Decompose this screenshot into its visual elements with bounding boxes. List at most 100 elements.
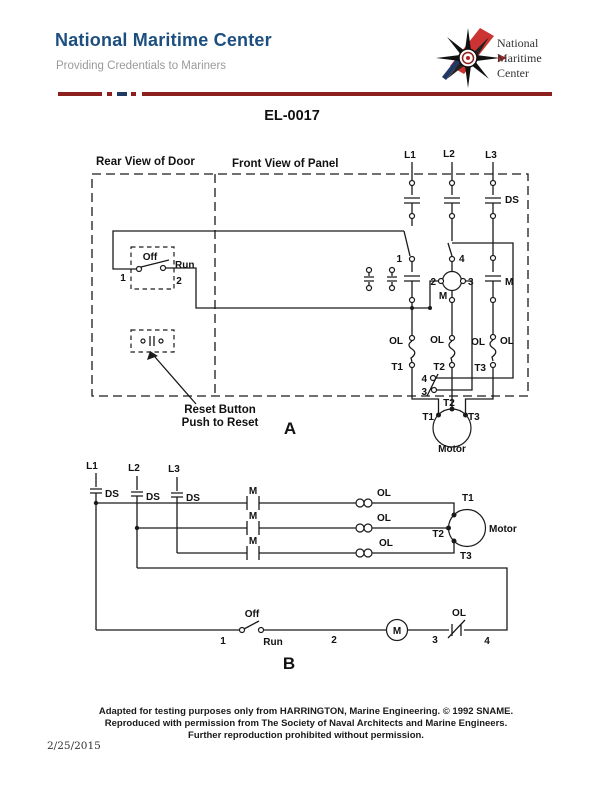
label-a-run: Run bbox=[175, 260, 194, 271]
footer-line-3: Further reproduction prohibited without … bbox=[188, 730, 424, 741]
label-b-l3: L3 bbox=[168, 464, 180, 475]
label-contact-4: 4 bbox=[459, 254, 465, 265]
callout-arrow bbox=[154, 356, 197, 405]
label-rear-view-of-door: Rear View of Door bbox=[96, 156, 195, 168]
label-olc-4: 4 bbox=[421, 374, 427, 385]
label-motor-a-t1: T1 bbox=[422, 412, 434, 423]
nmc-compass-logo bbox=[436, 28, 507, 88]
label-b-ol3: OL bbox=[379, 538, 393, 549]
label-motor-b: Motor bbox=[489, 524, 517, 535]
copyright-footer: Adapted for testing purposes only from H… bbox=[4, 706, 608, 742]
phase-l3-pole: M bbox=[485, 162, 513, 335]
label-m-contact: M bbox=[505, 277, 513, 288]
agency-title: National Maritime Center bbox=[55, 30, 272, 50]
b-coil-m-circle bbox=[385, 618, 409, 642]
label-contact-1: 1 bbox=[396, 254, 402, 265]
label-b-run: Run bbox=[263, 637, 282, 648]
figure-a-label: A bbox=[284, 419, 296, 438]
label-b-1: 1 bbox=[220, 636, 226, 647]
label-a-l2: L2 bbox=[443, 149, 455, 160]
header-divider bbox=[58, 92, 552, 96]
label-front-view-of-panel: Front View of Panel bbox=[232, 158, 339, 170]
label-b-ds1: DS bbox=[105, 489, 119, 500]
label-a-t2: T2 bbox=[433, 362, 445, 373]
compass-rose-icon bbox=[436, 28, 507, 88]
control-fuses bbox=[364, 266, 397, 292]
label-motor-a-t2: T2 bbox=[443, 398, 455, 409]
switch-blade bbox=[140, 259, 170, 268]
label-a-ds: DS bbox=[505, 195, 519, 206]
label-motor-a-t3: T3 bbox=[468, 412, 480, 423]
logo-word-3: Center bbox=[497, 66, 529, 80]
phase-l2-pole-and-coil: 4 2 3 M 4 3 bbox=[421, 162, 514, 398]
logo-word-1: National bbox=[497, 36, 539, 50]
ol-nc-contact-slash bbox=[426, 373, 439, 397]
label-b-m2: M bbox=[249, 511, 257, 522]
coil-m-circle bbox=[441, 270, 463, 292]
m-contacts-b bbox=[246, 496, 260, 560]
motor-a: T1 T2 T3 Motor bbox=[411, 368, 494, 455]
label-a-t3: T3 bbox=[474, 363, 486, 374]
label-ol-4: OL bbox=[500, 336, 514, 347]
date-stamp: 2/25/2015 bbox=[47, 740, 101, 752]
compass-east-tip bbox=[498, 54, 507, 62]
figure-b-schematic-diagram: L1 L2 L3 DS DS DS M M M bbox=[86, 461, 517, 673]
label-push-to-reset: Push to Reset bbox=[182, 417, 259, 429]
label-a-l3: L3 bbox=[485, 150, 497, 161]
label-b-l2: L2 bbox=[128, 463, 140, 474]
label-b-off: Off bbox=[245, 609, 260, 620]
document-code: EL-0017 bbox=[264, 108, 320, 124]
label-b-coil-m: M bbox=[393, 626, 401, 637]
label-ol-2: OL bbox=[430, 335, 444, 346]
footer-line-1: Adapted for testing purposes only from H… bbox=[98, 706, 514, 717]
coil-return-loop bbox=[436, 242, 514, 379]
label-a-l1: L1 bbox=[404, 150, 416, 161]
label-b-2: 2 bbox=[331, 635, 337, 646]
label-b-4: 4 bbox=[484, 636, 490, 647]
callout-arrowhead bbox=[147, 351, 158, 360]
overload-heaters: OL OL OL OL T1 T2 T3 bbox=[389, 333, 514, 374]
label-motor-b-t3: T3 bbox=[460, 551, 472, 562]
label-b-3: 3 bbox=[432, 635, 438, 646]
label-motor-b-t1: T1 bbox=[462, 493, 474, 504]
figure-a-starter-wiring-diagram: Rear View of Door Front View of Panel L1… bbox=[91, 149, 529, 455]
label-b-ol-contact: OL bbox=[452, 608, 466, 619]
label-ol-3: OL bbox=[471, 337, 485, 348]
control-rung-b: Off Run 1 2 M 3 OL 4 bbox=[96, 567, 508, 648]
label-a-off: Off bbox=[143, 252, 158, 263]
phase-l1-pole: 1 bbox=[396, 162, 420, 336]
door-off-run-switch: Off Run 1 2 bbox=[112, 230, 430, 309]
label-coil-3: 3 bbox=[468, 277, 474, 288]
footer-line-2: Reproduced with permission from The Soci… bbox=[104, 718, 508, 729]
label-reset-button: Reset Button bbox=[184, 404, 256, 416]
label-ol-1: OL bbox=[389, 336, 403, 347]
reset-button-callout: Reset Button Push to Reset bbox=[130, 329, 259, 429]
label-b-m3: M bbox=[249, 536, 257, 547]
label-sw-2: 2 bbox=[176, 276, 182, 287]
label-b-m1: M bbox=[249, 486, 257, 497]
label-b-ol2: OL bbox=[377, 513, 391, 524]
logo-wordmark: National Maritime Center bbox=[497, 36, 542, 81]
label-b-l1: L1 bbox=[86, 461, 98, 472]
figure-b-label: B bbox=[283, 654, 295, 673]
reset-button-symbol bbox=[149, 336, 155, 346]
agency-subtitle: Providing Credentials to Mariners bbox=[56, 60, 227, 72]
circuit-diagrams: Rear View of Door Front View of Panel L1… bbox=[86, 149, 529, 673]
reset-button-outline bbox=[130, 329, 175, 353]
label-motor-b-t2: T2 bbox=[432, 529, 444, 540]
motor-b: T1 T2 T3 Motor bbox=[432, 493, 517, 562]
label-coil-m: M bbox=[439, 291, 447, 302]
label-sw-1: 1 bbox=[120, 273, 126, 284]
label-motor-a: Motor bbox=[438, 444, 466, 455]
label-olc-3: 3 bbox=[421, 387, 427, 398]
label-b-ds2: DS bbox=[146, 492, 160, 503]
enclosure-outline bbox=[91, 173, 529, 397]
label-coil-2: 2 bbox=[430, 277, 436, 288]
logo-word-2: Maritime bbox=[497, 51, 542, 65]
power-rails-b: M M M OL OL OL bbox=[96, 486, 455, 560]
b-switch-blade bbox=[243, 620, 260, 630]
label-a-t1: T1 bbox=[391, 362, 403, 373]
disconnect-switches-b: DS DS DS bbox=[90, 473, 200, 630]
label-b-ds3: DS bbox=[186, 493, 200, 504]
label-b-ol1: OL bbox=[377, 488, 391, 499]
